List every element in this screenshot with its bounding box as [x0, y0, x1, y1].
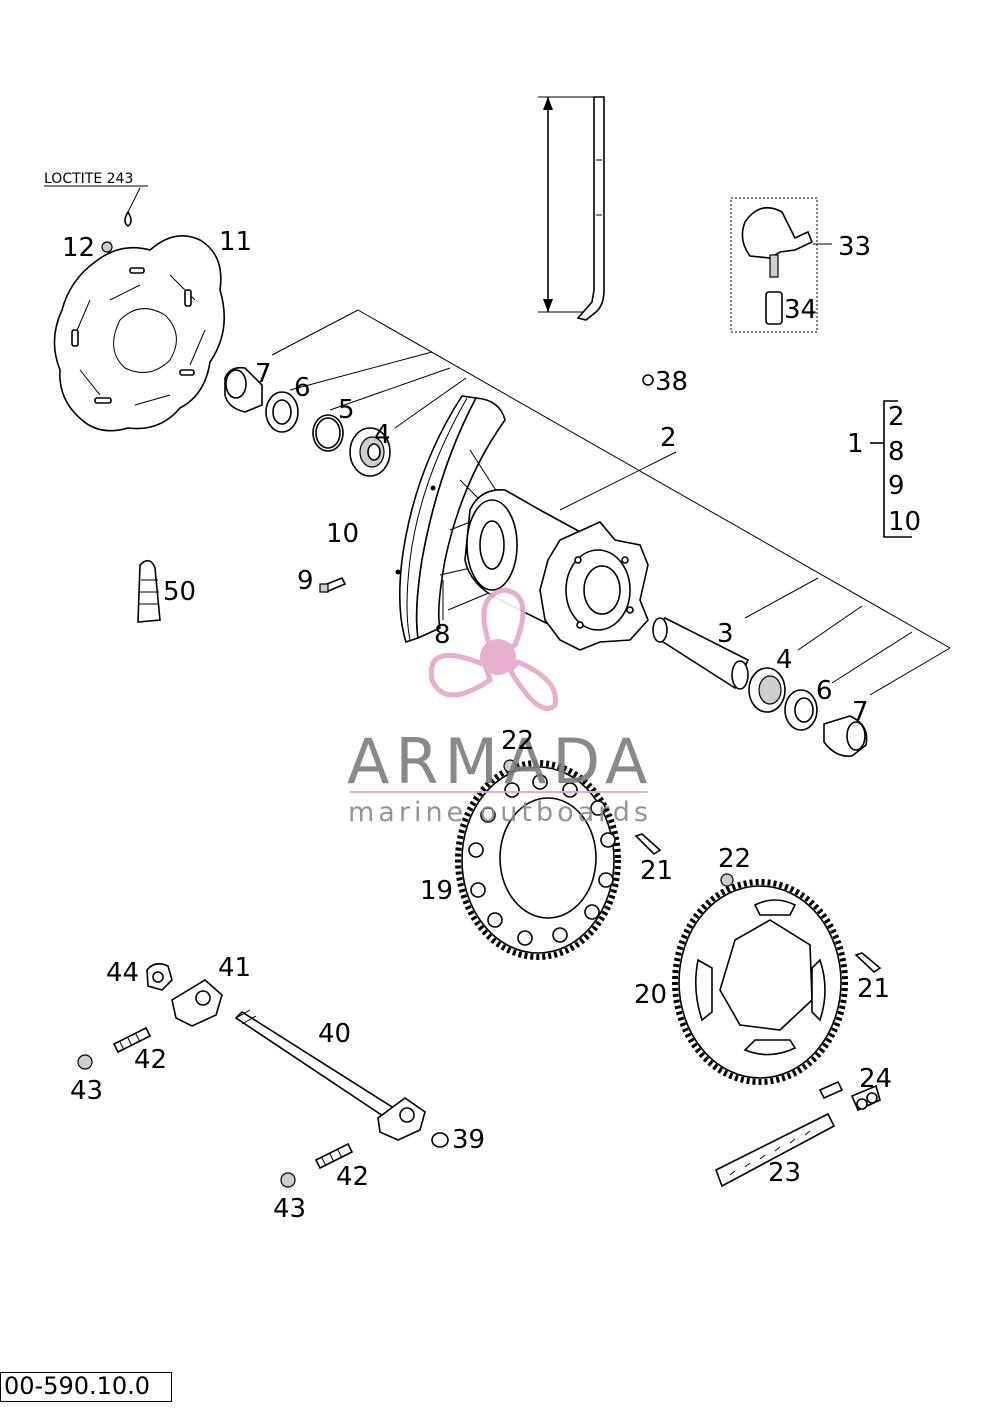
label-38: 38 [655, 367, 688, 397]
rear-axle [234, 1009, 426, 1141]
label-41: 41 [218, 953, 251, 983]
label-group-9: 9 [888, 471, 905, 501]
label-34: 34 [784, 295, 817, 325]
label-4: 4 [374, 420, 391, 450]
label-22: 22 [501, 726, 534, 756]
spoke [538, 96, 605, 321]
threaded-sleeve [137, 559, 161, 623]
left-hub-parts [224, 366, 391, 477]
sprocket-large [455, 760, 621, 960]
label-2: 2 [660, 423, 677, 453]
chain-adjuster [146, 962, 223, 1027]
label-19: 19 [420, 876, 453, 906]
label-7: 7 [255, 359, 272, 389]
tire-valve [730, 197, 832, 333]
label-50: 50 [163, 577, 196, 607]
drawing-number: 00-590.10.0 [0, 1372, 172, 1402]
label-1: 1 [847, 429, 864, 459]
label-4b: 4 [776, 645, 793, 675]
watermark-propeller-icon [428, 587, 559, 711]
sprocket-bolts [503, 759, 882, 974]
label-7b: 7 [852, 697, 869, 727]
label-20: 20 [634, 980, 667, 1010]
right-hub-parts [652, 617, 868, 758]
label-6: 6 [294, 373, 311, 403]
brake-disc [53, 234, 226, 432]
label-21b: 21 [857, 974, 890, 1004]
sprocket-small [672, 879, 848, 1085]
label-6b: 6 [816, 676, 833, 706]
label-33: 33 [838, 232, 871, 262]
assembly-bracket [870, 400, 912, 538]
label-group-8: 8 [888, 437, 905, 467]
label-42: 42 [134, 1045, 167, 1075]
loctite-note: LOCTITE 243 [44, 171, 133, 187]
leader-lines [271, 309, 951, 696]
adjuster-screws [77, 1026, 449, 1188]
label-40: 40 [318, 1019, 351, 1049]
label-5: 5 [338, 395, 355, 425]
drive-chain [714, 1080, 881, 1188]
label-44: 44 [106, 958, 139, 988]
label-9: 9 [297, 566, 314, 596]
label-8: 8 [434, 620, 451, 650]
watermark-tagline: marine outboards [348, 797, 652, 828]
label-12: 12 [62, 233, 95, 263]
watermark-brand: ARMADA [347, 725, 653, 798]
label-group-2: 2 [888, 402, 905, 432]
label-42b: 42 [336, 1162, 369, 1192]
small-plug [642, 374, 654, 386]
label-21: 21 [640, 856, 673, 886]
label-39: 39 [452, 1125, 485, 1155]
watermark: ARMADA marine outboards [347, 587, 653, 828]
label-10: 10 [326, 519, 359, 549]
label-24: 24 [859, 1064, 892, 1094]
disc-bolt [44, 185, 148, 253]
label-group-10: 10 [888, 507, 921, 537]
label-23: 23 [768, 1158, 801, 1188]
rim [395, 395, 506, 644]
label-11: 11 [219, 227, 252, 257]
spoke-nipple [319, 576, 347, 593]
label-3: 3 [717, 619, 734, 649]
part-labels: LOCTITE 243 12 11 7 6 5 4 38 2 10 9 8 50… [44, 171, 921, 1224]
label-43: 43 [70, 1076, 103, 1106]
label-43b: 43 [273, 1194, 306, 1224]
label-22b: 22 [718, 844, 751, 874]
